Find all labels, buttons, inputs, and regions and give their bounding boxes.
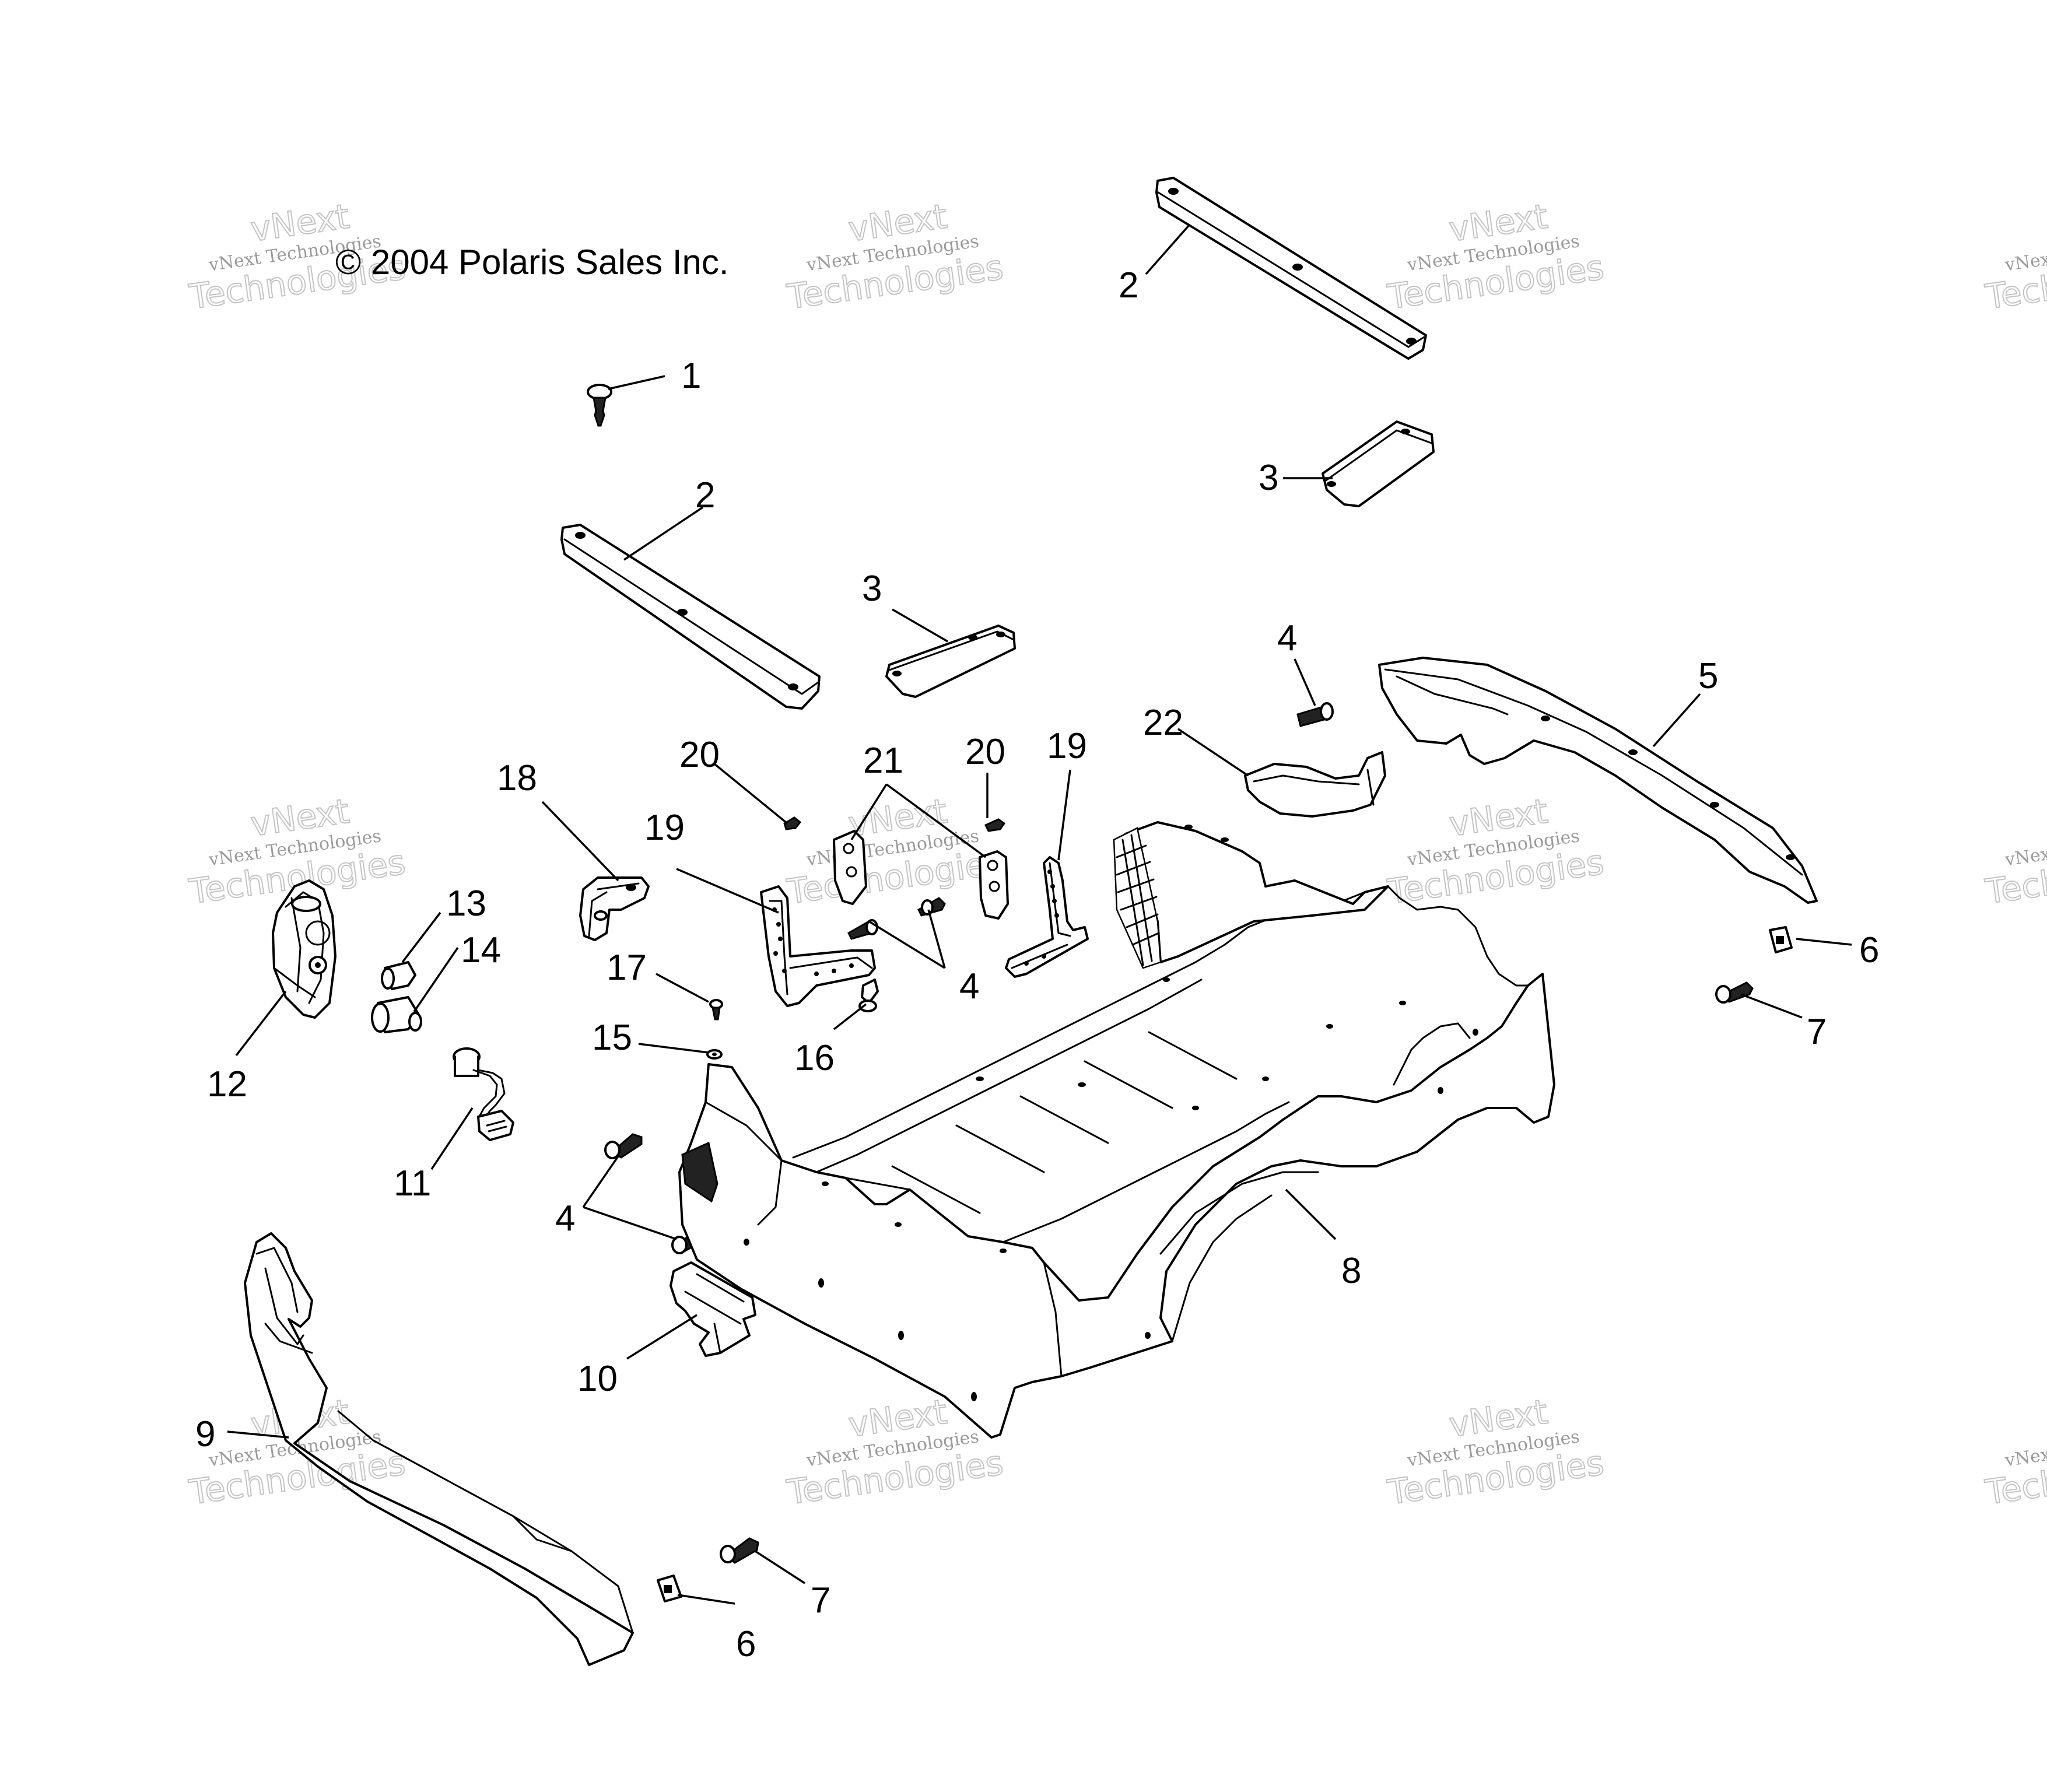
part-2-bar-right — [1155, 177, 1427, 360]
callout-12: 12 — [207, 1064, 247, 1104]
part-19-bracket-left — [760, 885, 876, 1007]
part-8-rear-body-panel — [678, 821, 1555, 1439]
part-12-tail-light-assembly — [272, 879, 337, 1019]
callout-5: 5 — [1698, 656, 1718, 696]
part-6-clip-nut-right — [1769, 926, 1793, 953]
callout-10: 10 — [577, 1359, 618, 1399]
watermark: vNext vNext Technologies Technologies — [784, 791, 1006, 913]
callout-15: 15 — [592, 1018, 632, 1058]
callout-6: 6 — [1859, 930, 1879, 970]
watermark-group: vNext vNext Technologies Technologies vN… — [186, 196, 2047, 1513]
callout-2: 2 — [695, 475, 715, 515]
part-16-push-pin — [858, 979, 879, 1012]
callout-4: 4 — [1277, 618, 1297, 658]
part-13-bulb — [381, 961, 416, 990]
part-20-pin-left — [783, 816, 802, 830]
callout-8: 8 — [1341, 1251, 1361, 1291]
part-7-screw-right — [1715, 981, 1754, 1004]
part-4-screw-top — [1296, 702, 1334, 727]
part-20-pin-right — [984, 818, 1006, 832]
part-10-bracket — [670, 1261, 756, 1357]
part-22-bracket — [1244, 751, 1386, 818]
copyright-notice: © 2004 Polaris Sales Inc. — [335, 243, 729, 282]
part-4-screw-low-a — [604, 1133, 643, 1159]
callout-4: 4 — [555, 1198, 575, 1239]
callout-9: 9 — [195, 1414, 215, 1454]
watermark: vNext vNext Technologies Technologies — [1384, 1391, 1607, 1513]
callout-6: 6 — [736, 1624, 756, 1664]
part-3-bracket-center — [885, 625, 1016, 698]
part-18-bracket — [579, 876, 650, 941]
watermark: vNext Technologies Technologies — [1982, 1426, 2047, 1513]
callout-18: 18 — [497, 758, 537, 798]
part-11-light-socket-harness — [453, 1047, 514, 1141]
part-15-washer — [706, 1049, 723, 1060]
callout-19: 19 — [644, 808, 685, 848]
callout-21: 21 — [863, 741, 903, 781]
callout-19: 19 — [1047, 726, 1087, 766]
callout-16: 16 — [794, 1038, 835, 1078]
svg-text:vNext Technologies: vNext Technologies — [2003, 1426, 2047, 1471]
part-2-bar-left — [560, 524, 821, 710]
callout-1: 1 — [681, 356, 701, 396]
callout-7: 7 — [1807, 1012, 1827, 1052]
callout-20: 20 — [965, 732, 1005, 772]
callout-2: 2 — [1119, 265, 1138, 306]
svg-text:vNext Technologies: vNext Technologies — [2003, 231, 2047, 275]
part-5-fender-trim-right — [1378, 657, 1818, 904]
watermark: vNext Technologies Technologies — [1982, 231, 2047, 317]
watermark: vNext vNext Technologies Technologies — [1384, 196, 1607, 318]
callout-13: 13 — [446, 883, 486, 924]
part-21-bracket-left — [833, 830, 867, 905]
callout-7: 7 — [811, 1580, 830, 1621]
callout-3: 3 — [1259, 458, 1278, 498]
callout-3: 3 — [862, 569, 882, 609]
callout-11: 11 — [394, 1163, 431, 1204]
part-7-screw-bottom — [720, 1537, 759, 1564]
part-3-bracket-right — [1322, 420, 1435, 507]
part-21-bracket-right — [979, 850, 1009, 920]
part-14-bulb — [371, 996, 422, 1033]
leader-lines — [227, 223, 1852, 1605]
callout-20: 20 — [679, 735, 720, 775]
watermark: vNext vNext Technologies Technologies — [784, 196, 1006, 318]
svg-text:vNext Technologies: vNext Technologies — [2003, 826, 2047, 870]
callout-22: 22 — [1143, 703, 1183, 743]
callout-4: 4 — [959, 966, 979, 1007]
callout-17: 17 — [607, 948, 647, 988]
part-1-screw — [587, 384, 612, 427]
part-17-screw — [709, 999, 723, 1021]
watermark: vNext vNext Technologies Technologies — [1384, 791, 1607, 913]
part-19-bracket-right — [1005, 856, 1089, 978]
callout-labels: 1 2 2 3 3 4 4 4 5 6 6 7 7 8 9 10 11 12 1… — [195, 265, 1879, 1664]
part-6-clip-nut-bottom — [657, 1574, 682, 1602]
part-9-fender-trim-left — [244, 1232, 634, 1666]
watermark: vNext Technologies Technologies — [1982, 826, 2047, 912]
part-4-screw-mid-b — [917, 897, 946, 917]
callout-14: 14 — [461, 930, 501, 970]
